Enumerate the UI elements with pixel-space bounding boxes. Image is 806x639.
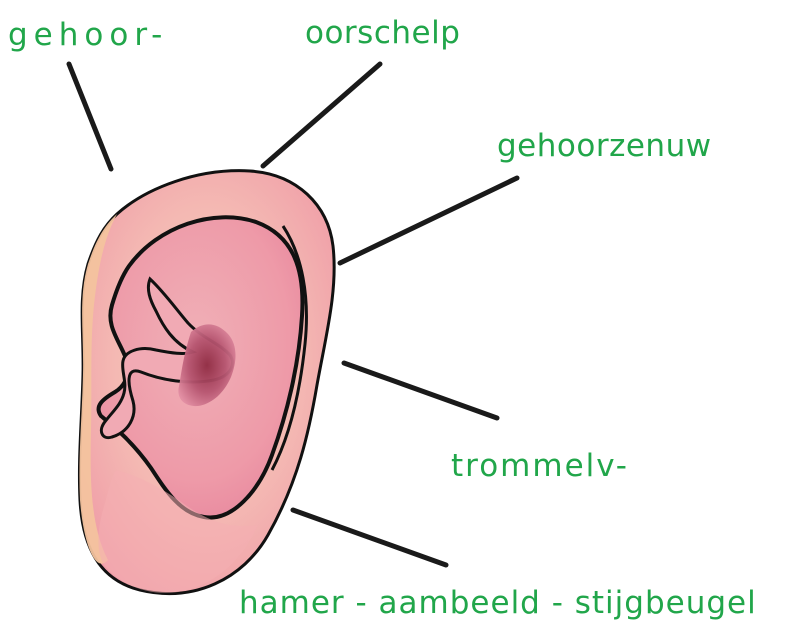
pointer-line-trommelv	[344, 363, 497, 418]
label-trommelv: trommelv-	[451, 451, 629, 482]
label-oorschelp: oorschelp	[305, 18, 460, 49]
pointer-line-hamer	[293, 510, 446, 565]
label-bottom-bones: hamer - aambeeld - stijgbeugel	[239, 588, 757, 619]
label-gehoor: gehoor-	[8, 20, 168, 51]
pointer-line-gehoor	[69, 64, 111, 169]
pointer-line-gehoorzenuw	[340, 178, 517, 263]
label-gehoorzenuw: gehoorzenuw	[497, 131, 712, 162]
pointer-line-oorschelp	[263, 64, 380, 166]
ear-shape	[79, 171, 334, 594]
